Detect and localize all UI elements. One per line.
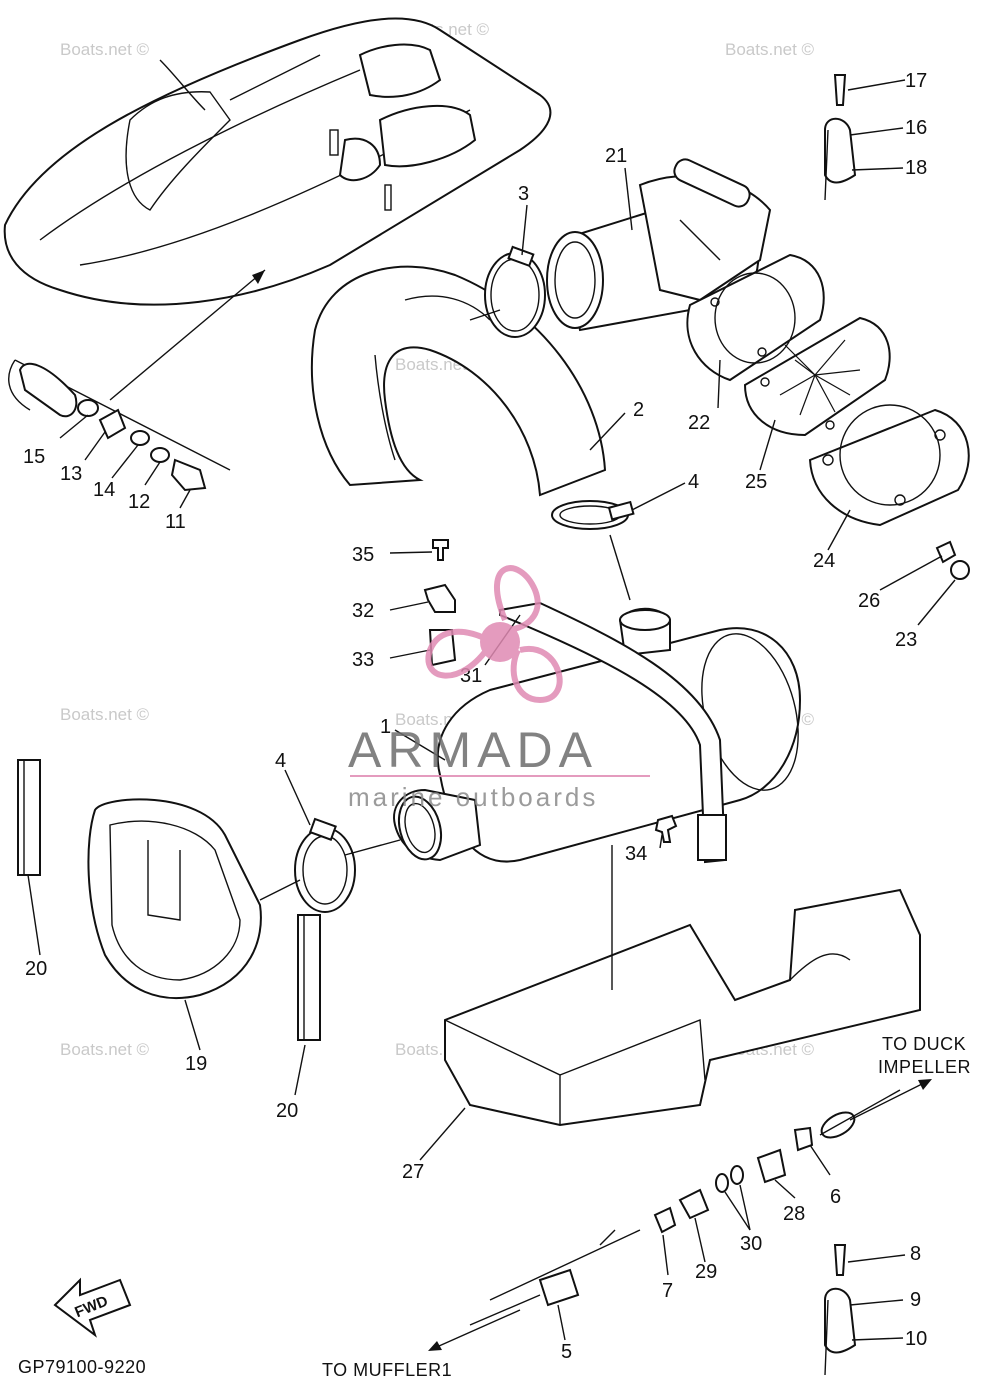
nut-23 xyxy=(950,560,970,580)
watermark: Boats.net © xyxy=(60,40,150,59)
spacer-strip-20 xyxy=(297,914,321,1041)
foam-support-27 xyxy=(444,888,921,1127)
hose-clamp-4-lower xyxy=(294,817,356,913)
cable-tie-top xyxy=(824,74,857,201)
hose-clamp-4-upper xyxy=(551,500,635,530)
bolt-26 xyxy=(935,540,957,564)
notes: TO DUCK IMPELLER TO MUFFLER1 GP79100-922… xyxy=(18,1034,971,1380)
diagram-code: GP79100-9220 xyxy=(18,1357,146,1377)
watermark: Boats.net © xyxy=(725,40,815,59)
part-label-7: 7 xyxy=(662,1280,673,1302)
logo-tagline: marine outboards xyxy=(348,782,598,812)
spacer-strip-20 xyxy=(17,759,41,876)
gasket-25 xyxy=(743,316,891,437)
part-label-29: 29 xyxy=(695,1261,717,1283)
part-label-12: 12 xyxy=(128,491,150,513)
part-label-27: 27 xyxy=(402,1161,424,1183)
part-label-35: 35 xyxy=(352,544,374,566)
part-label-21: 21 xyxy=(605,145,627,167)
part-label-11: 11 xyxy=(165,511,186,533)
to-duck-arrow xyxy=(849,1079,931,1121)
part-label-25: 25 xyxy=(745,471,767,493)
part-label-1: 1 xyxy=(380,716,391,738)
watermark: Boats.net © xyxy=(60,1040,150,1059)
part-label-22: 22 xyxy=(688,412,710,434)
part-label-32: 32 xyxy=(352,600,374,622)
rubber-boot-19 xyxy=(87,798,262,1000)
part-label-10: 10 xyxy=(905,1328,927,1350)
flange-plate-24 xyxy=(808,404,970,527)
part-label-16: 16 xyxy=(905,117,927,139)
exhaust-hose xyxy=(310,265,607,497)
part-label-3: 3 xyxy=(518,183,529,205)
to-duck-note-line2: IMPELLER xyxy=(878,1057,971,1077)
detail-pointer xyxy=(109,269,266,401)
part-labels: 1 2 3 4 4 5 6 7 8 9 10 11 12 13 14 15 16… xyxy=(23,70,927,1363)
part-label-5: 5 xyxy=(561,1341,572,1363)
assembly-lines xyxy=(259,309,631,1246)
part-label-23: 23 xyxy=(895,629,917,651)
part-label-18: 18 xyxy=(905,157,927,179)
part-label-19: 19 xyxy=(185,1053,207,1075)
part-label-4: 4 xyxy=(275,750,286,772)
part-label-20: 20 xyxy=(25,958,47,980)
watermark: Boats.net © xyxy=(60,705,150,724)
part-label-8: 8 xyxy=(910,1243,921,1265)
to-duck-note-line1: TO DUCK xyxy=(882,1034,966,1054)
logo-name: ARMADA xyxy=(348,722,598,778)
part-label-2: 2 xyxy=(633,399,644,421)
part-label-30: 30 xyxy=(740,1233,762,1255)
part-label-15: 15 xyxy=(23,446,45,468)
part-label-20: 20 xyxy=(276,1100,298,1122)
part-label-13: 13 xyxy=(60,463,82,485)
to-muffler-arrow xyxy=(429,1309,521,1351)
part-label-34: 34 xyxy=(625,843,647,865)
part-label-33: 33 xyxy=(352,649,374,671)
gasket-22 xyxy=(686,253,825,382)
hose-fitting-detail xyxy=(8,359,231,492)
part-label-28: 28 xyxy=(783,1203,805,1225)
to-muffler-note: TO MUFFLER1 xyxy=(322,1360,452,1380)
hose-clamp-3 xyxy=(484,245,546,338)
watercraft-hull xyxy=(3,17,552,306)
lower-fittings xyxy=(469,1089,901,1326)
part-label-26: 26 xyxy=(858,590,880,612)
part-label-24: 24 xyxy=(813,550,835,572)
part-label-17: 17 xyxy=(905,70,927,92)
arrowhead-icon xyxy=(918,1079,932,1090)
armada-logo: ARMADA marine outboards xyxy=(348,565,650,812)
arrowhead-icon xyxy=(428,1341,442,1351)
strap-31 xyxy=(499,601,727,864)
part-label-9: 9 xyxy=(910,1289,921,1311)
part-label-14: 14 xyxy=(93,479,115,501)
cable-tie-bottom xyxy=(824,1244,857,1376)
arrowhead-icon xyxy=(252,270,265,284)
propeller-logo-icon xyxy=(425,565,563,704)
part-label-4: 4 xyxy=(688,471,699,493)
part-label-6: 6 xyxy=(830,1186,841,1208)
fwd-arrow-icon: FWD xyxy=(53,1277,132,1338)
